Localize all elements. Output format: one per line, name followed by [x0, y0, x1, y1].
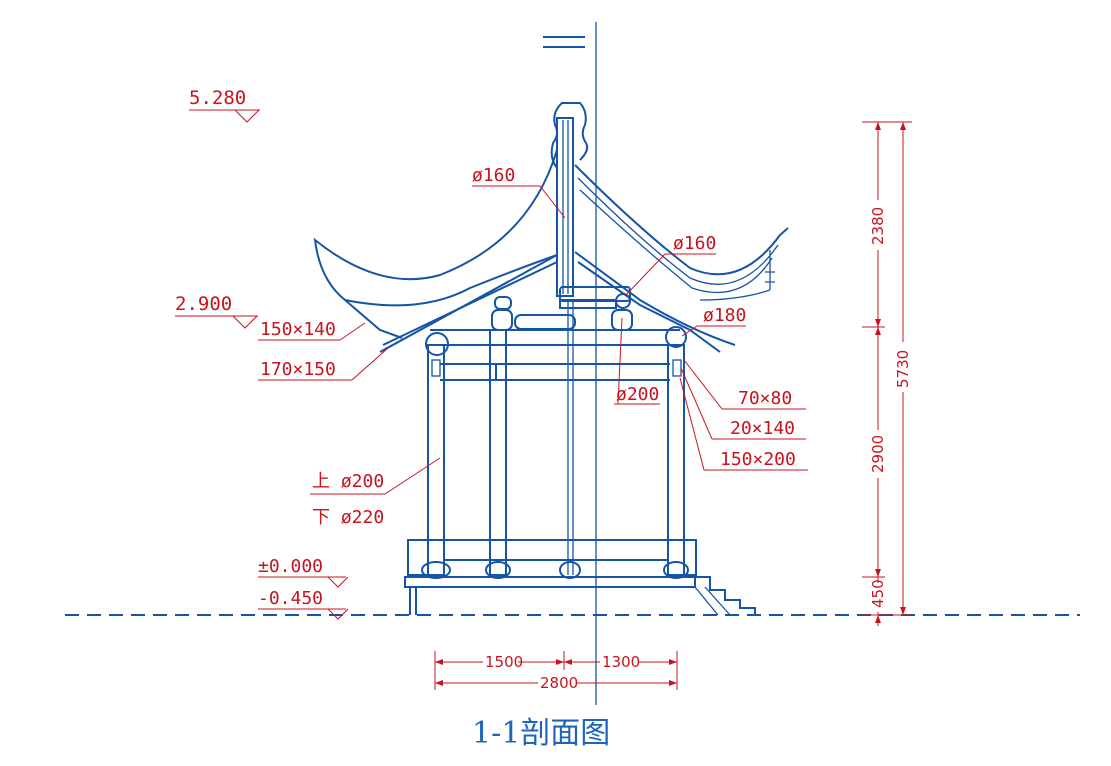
horizontal-dimensions: 1500 1300 2800	[434, 651, 678, 692]
level-marker-ground: -0.450	[258, 588, 349, 620]
dim-column-height: 2900	[869, 435, 887, 473]
svg-text:下 ø220: 下 ø220	[312, 507, 384, 528]
pavilion-structure	[313, 102, 789, 616]
level-marker-top: 5.280	[189, 87, 260, 123]
svg-text:ø180: ø180	[703, 305, 746, 326]
label-right-beam-2: 20×140	[680, 367, 806, 440]
level-top-text: 5.280	[189, 87, 246, 109]
label-purlin-right: ø160	[624, 233, 716, 297]
dim-right-span: 1300	[602, 653, 640, 671]
label-column: 上 ø200 下 ø220	[310, 457, 441, 528]
svg-text:150×140: 150×140	[260, 319, 336, 340]
drawing-title: 1-1剖面图	[472, 716, 610, 751]
dim-overall-height: 5730	[894, 350, 912, 388]
level-marker-eave: 2.900	[175, 293, 258, 329]
svg-text:20×140: 20×140	[730, 418, 795, 439]
label-right-beam-1: 70×80	[683, 359, 806, 410]
svg-text:ø160: ø160	[673, 233, 716, 254]
svg-text:150×200: 150×200	[720, 449, 796, 470]
label-right-beam-3: 150×200	[679, 377, 808, 471]
svg-text:170×150: 170×150	[260, 359, 336, 380]
label-ridge-post: ø160	[472, 165, 566, 219]
svg-text:70×80: 70×80	[738, 388, 792, 409]
dim-left-span: 1500	[485, 653, 523, 671]
dim-plinth-height: 450	[869, 579, 887, 608]
level-floor-text: ±0.000	[258, 556, 323, 577]
label-left-beam-1: 150×140	[258, 319, 366, 341]
svg-text:ø200: ø200	[616, 384, 659, 405]
level-marker-floor: ±0.000	[258, 556, 349, 588]
svg-text:ø160: ø160	[472, 165, 515, 186]
dim-roof-height: 2380	[869, 207, 887, 245]
label-left-beam-2: 170×150	[258, 347, 389, 381]
dim-total-span: 2800	[540, 674, 578, 692]
vertical-dimensions: 2380 2900 450 5730	[862, 121, 912, 626]
svg-text:上 ø200: 上 ø200	[312, 471, 384, 492]
level-ground-text: -0.450	[258, 588, 323, 609]
label-column-top-beam: ø200	[614, 317, 660, 405]
label-purlin-lower: ø180	[681, 305, 746, 337]
level-eave-text: 2.900	[175, 293, 232, 315]
